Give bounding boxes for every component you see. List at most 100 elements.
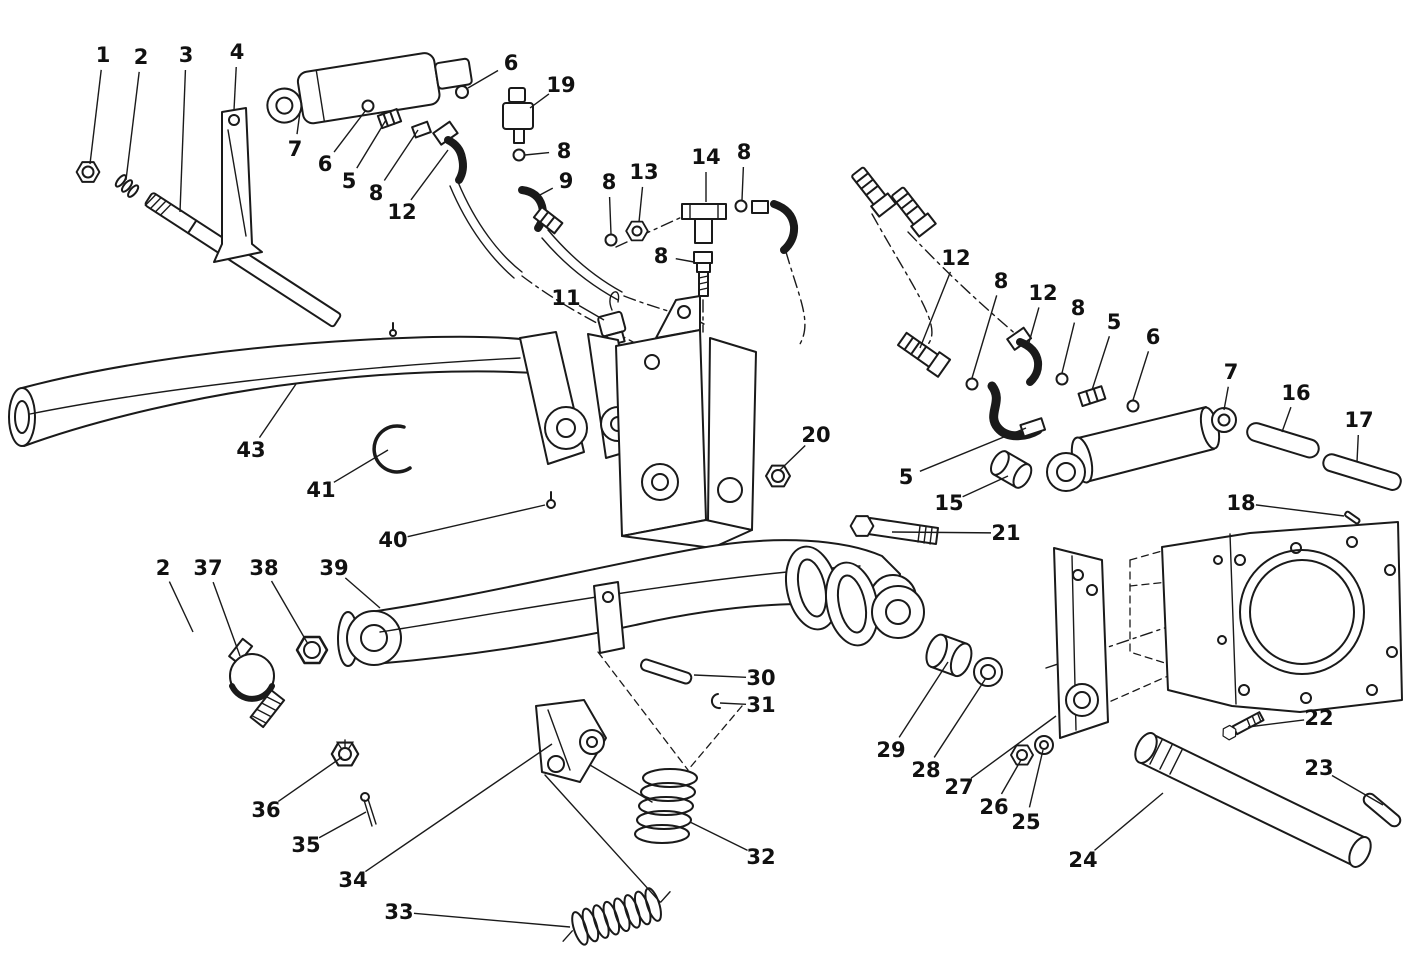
callout-number: 24 — [1068, 848, 1097, 872]
part-callout-15: 15 — [934, 475, 1009, 515]
callout-number: 2 — [134, 45, 149, 69]
hose-end-fitting — [891, 186, 937, 238]
grease-fitting-2 — [114, 174, 140, 198]
fitting-19 — [502, 87, 534, 144]
callout-number: 26 — [979, 795, 1008, 819]
part-callout-35: 35 — [291, 811, 367, 857]
part-callout-38: 38 — [249, 556, 309, 645]
part-callout-12: 12 — [1027, 281, 1058, 347]
part-callout-8: 8 — [369, 129, 419, 205]
part-callout-6: 6 — [467, 51, 518, 89]
callout-number: 31 — [746, 693, 775, 717]
callout-number: 38 — [249, 556, 278, 580]
part-callout-7: 7 — [1223, 360, 1239, 411]
part-callout-29: 29 — [876, 661, 949, 762]
part-callout-37: 37 — [193, 556, 241, 657]
hex-nut-13 — [625, 220, 649, 242]
callout-number: 5 — [1107, 310, 1122, 334]
part-callout-16: 16 — [1281, 381, 1311, 433]
fitting-8-stack — [693, 251, 713, 297]
hose-end-fitting — [851, 166, 897, 218]
hose-fitting-12 — [896, 331, 952, 378]
callout-number: 2 — [156, 556, 171, 580]
castle-nut-36 — [330, 739, 360, 767]
callout-number: 25 — [1011, 810, 1040, 834]
callout-number: 37 — [193, 556, 222, 580]
cotter-pin-35 — [360, 792, 377, 827]
part-callout-12: 12 — [919, 246, 971, 349]
grease-fitting-40 — [546, 491, 556, 509]
clip-31 — [710, 693, 721, 710]
snap-ring-41 — [372, 424, 412, 474]
callout-number: 9 — [559, 169, 574, 193]
clevis-34 — [535, 699, 607, 783]
part-callout-5: 5 — [1091, 310, 1122, 391]
callout-number: 43 — [236, 438, 265, 462]
part-bracket — [213, 107, 263, 263]
hex-nut-26 — [1010, 744, 1034, 766]
part-callout-40: 40 — [378, 504, 546, 552]
callout-number: 15 — [934, 491, 963, 515]
bushing-15 — [989, 450, 1033, 489]
link-cluster — [785, 545, 925, 647]
part-callout-34: 34 — [338, 743, 553, 892]
part-callout-31: 31 — [719, 693, 776, 717]
o-ring-8 — [734, 199, 748, 213]
bolt-21 — [849, 515, 939, 545]
part-lift-arm-43 — [8, 322, 641, 465]
callout-number: 1 — [96, 43, 111, 67]
callout-number: 7 — [1224, 360, 1239, 384]
part-callout-18: 18 — [1226, 491, 1345, 517]
spring-33 — [562, 887, 671, 946]
part-callout-36: 36 — [251, 756, 343, 822]
part-callout-11: 11 — [551, 286, 605, 321]
part-callout-8: 8 — [654, 244, 695, 268]
part-callout-5: 5 — [899, 427, 1027, 489]
part-callout-22: 22 — [1247, 706, 1334, 730]
callout-number: 8 — [1071, 296, 1086, 320]
part-callout-30: 30 — [693, 666, 776, 690]
part-callout-12: 12 — [387, 149, 449, 224]
callout-number: 12 — [1028, 281, 1057, 305]
callout-number: 17 — [1344, 408, 1373, 432]
pin-23 — [1362, 792, 1402, 828]
callout-number: 32 — [746, 845, 775, 869]
washer-28 — [973, 657, 1003, 687]
part-callout-41: 41 — [306, 449, 389, 502]
part-callout-17: 17 — [1344, 408, 1374, 463]
pin-18 — [1344, 510, 1361, 525]
elbow-fitting-12 — [432, 120, 467, 184]
fitting-5 — [1077, 385, 1107, 408]
part-callout-43: 43 — [236, 383, 297, 462]
o-ring-8 — [512, 148, 526, 162]
o-ring-8 — [965, 377, 979, 391]
tee-fitting-14 — [681, 203, 727, 244]
part-callout-28: 28 — [911, 677, 987, 782]
callout-number: 27 — [944, 775, 973, 799]
callout-number: 8 — [994, 269, 1009, 293]
part-callout-8: 8 — [602, 170, 617, 235]
part-callout-7: 7 — [288, 111, 302, 161]
callout-number: 20 — [801, 423, 830, 447]
o-ring-6 — [361, 99, 375, 113]
callout-number: 11 — [551, 286, 580, 310]
o-ring-8 — [1055, 372, 1069, 386]
part-callout-25: 25 — [1011, 749, 1044, 834]
callout-number: 6 — [1146, 325, 1161, 349]
callout-number: 22 — [1304, 706, 1333, 730]
part-callout-6: 6 — [1132, 325, 1161, 401]
pin-30 — [640, 658, 693, 685]
part-callout-8: 8 — [971, 269, 1009, 379]
callout-number: 8 — [602, 170, 617, 194]
part-callout-27: 27 — [944, 715, 1057, 799]
callout-number: 39 — [319, 556, 348, 580]
hex-nut-38 — [295, 635, 329, 665]
callout-number: 6 — [318, 152, 333, 176]
part-callout-20: 20 — [779, 423, 831, 471]
o-ring-8 — [604, 233, 618, 247]
callout-number: 29 — [876, 738, 905, 762]
fitting-5 — [1019, 417, 1047, 438]
